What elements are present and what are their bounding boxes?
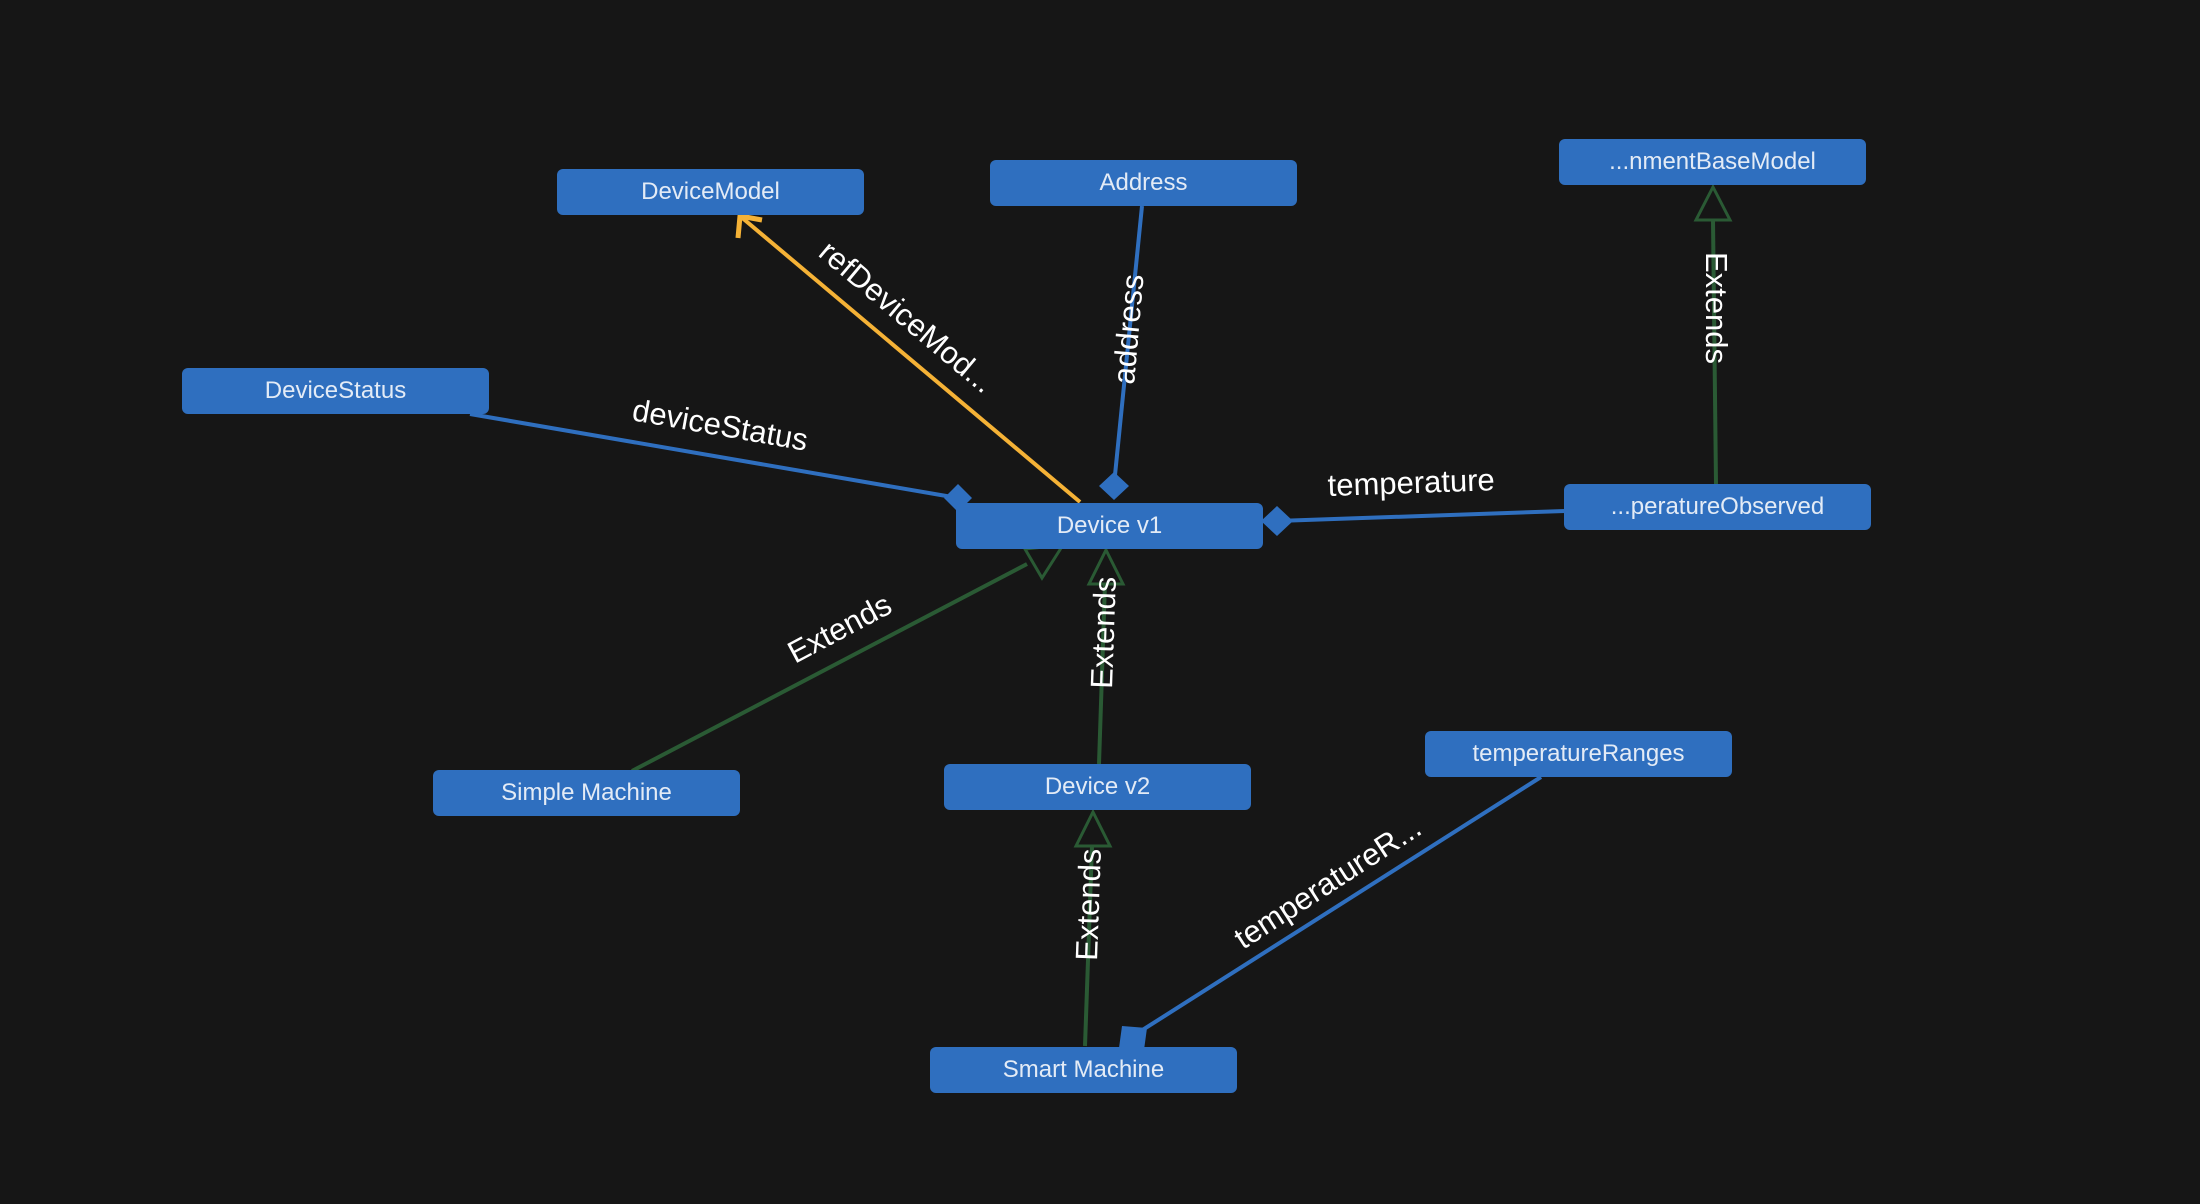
node-environment-base-model[interactable]: ...nmentBaseModel — [1559, 139, 1866, 185]
edge-label: refDeviceMod... — [813, 234, 1002, 400]
node-device-model[interactable]: DeviceModel — [557, 169, 864, 215]
edge-label: Extends — [782, 587, 897, 670]
edge-label: temperatureR... — [1228, 809, 1428, 956]
composition-diamond — [1261, 506, 1293, 536]
inheritance-triangle — [1073, 808, 1113, 848]
inheritance-triangle — [1693, 183, 1733, 222]
node-device-v2[interactable]: Device v2 — [944, 764, 1251, 810]
edge-device-status[interactable]: deviceStatus — [469, 392, 972, 512]
edge-label: temperature — [1327, 462, 1495, 503]
edge-line[interactable] — [1097, 582, 1107, 765]
node-device-status[interactable]: DeviceStatus — [182, 368, 489, 414]
node-device-v1[interactable]: Device v1 — [956, 503, 1263, 549]
edge-address[interactable]: address — [1099, 205, 1151, 500]
edge-extends-environment[interactable]: Extends — [1693, 183, 1734, 485]
composition-diamond — [1119, 1026, 1147, 1050]
edge-extends-smart-machine[interactable]: Extends — [1069, 808, 1113, 1047]
edge-label: Extends — [1699, 252, 1734, 364]
edge-line[interactable] — [469, 412, 959, 500]
edge-extends-simple-machine[interactable]: Extends — [631, 543, 1066, 773]
edge-extends-device-v2[interactable]: Extends — [1084, 546, 1126, 765]
edge-line[interactable] — [1112, 205, 1144, 486]
inheritance-triangle — [1086, 546, 1126, 586]
edge-line[interactable] — [1131, 775, 1543, 1038]
edge-temperature[interactable]: temperature — [1261, 462, 1566, 536]
edge-line[interactable] — [631, 562, 1028, 773]
edge-line[interactable] — [1711, 219, 1718, 485]
edge-line[interactable] — [1083, 845, 1094, 1047]
edge-label: Extends — [1069, 848, 1108, 961]
open-arrow-head — [735, 213, 763, 239]
inheritance-triangle — [1022, 543, 1066, 581]
edge-line[interactable] — [738, 214, 1082, 504]
node-simple-machine[interactable]: Simple Machine — [433, 770, 740, 816]
edge-label: address — [1106, 273, 1150, 386]
edge-temperature-ranges[interactable]: temperatureR... — [1119, 775, 1543, 1050]
node-address[interactable]: Address — [990, 160, 1297, 206]
node-smart-machine[interactable]: Smart Machine — [930, 1047, 1237, 1093]
edge-label: Extends — [1084, 576, 1123, 689]
node-temperature-observed[interactable]: ...peratureObserved — [1564, 484, 1871, 530]
node-temperature-ranges[interactable]: temperatureRanges — [1425, 731, 1732, 777]
composition-diamond — [1099, 472, 1129, 500]
edge-line[interactable] — [1276, 509, 1566, 523]
edge-ref-device-model[interactable]: refDeviceMod... — [735, 213, 1082, 504]
